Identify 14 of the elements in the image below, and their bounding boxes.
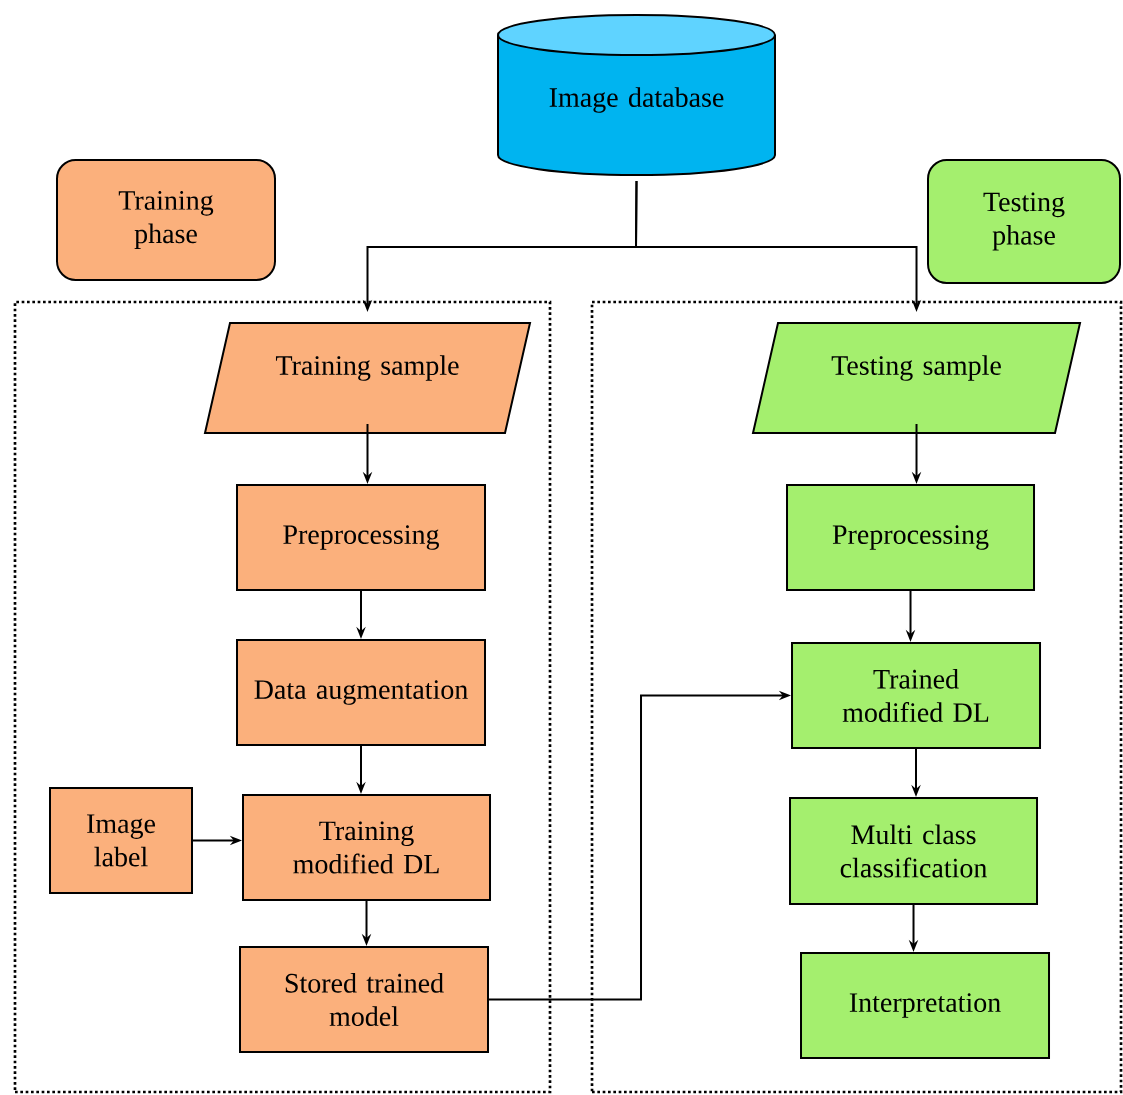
dotted-frame — [590, 300, 1123, 1094]
process-box: Trained modified DL — [791, 642, 1041, 749]
phase-label-box: Training phase — [56, 159, 276, 281]
process-box: Multi class classification — [789, 797, 1038, 905]
phase-label-box: Testing phase — [927, 159, 1121, 284]
process-box: Interpretation — [800, 952, 1050, 1059]
process-box: Preprocessing — [236, 484, 486, 591]
dotted-frame — [13, 300, 552, 1094]
process-box: Image label — [49, 787, 193, 894]
database-cylinder: Image database — [497, 14, 776, 176]
process-box: Preprocessing — [786, 484, 1035, 591]
process-box: Stored trained model — [239, 946, 489, 1053]
process-box: Training modified DL — [242, 794, 491, 901]
process-box: Data augmentation — [236, 639, 486, 746]
